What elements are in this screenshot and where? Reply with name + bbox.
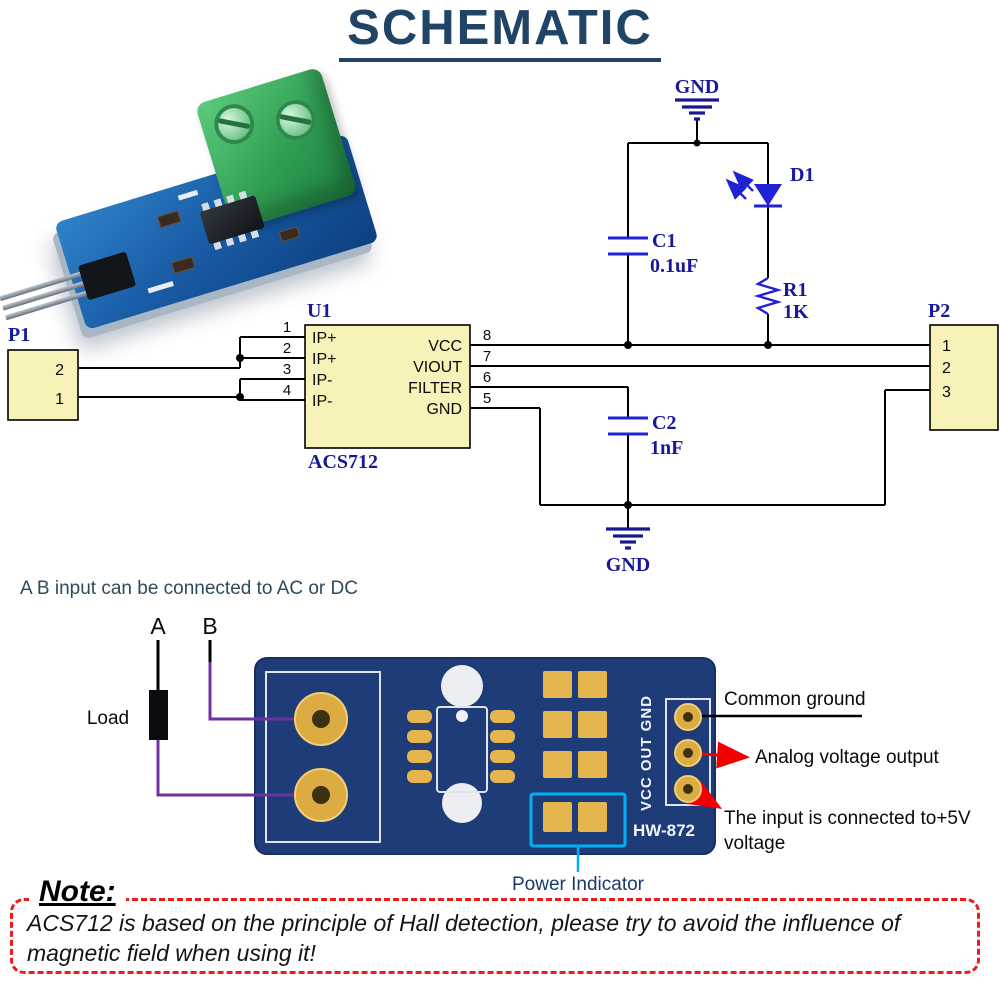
u1-pin8-number: 8 [483, 327, 491, 344]
board-top-view: VCC OUT GND HW-872 A B Load Common groun… [87, 613, 971, 895]
analog-output-annotation: Analog voltage output [755, 747, 940, 768]
note-box: Note: ACS712 is based on the principle o… [10, 875, 980, 974]
d1-led-symbol [725, 170, 782, 208]
power-led-pad [578, 802, 607, 832]
u1-pin5-name: GND [426, 401, 462, 418]
input-wires [149, 640, 321, 797]
output-header-pads [674, 703, 702, 803]
r1-resistor-symbol [753, 276, 783, 316]
power-indicator-label: Power Indicator [512, 874, 645, 895]
u1-body [304, 324, 471, 449]
p2-body [929, 324, 999, 431]
input-a-label: A [150, 613, 166, 639]
c1-ref: C1 [652, 230, 676, 252]
p1-pin1-number: 1 [55, 391, 64, 408]
u1-pin8-name: VCC [428, 338, 462, 355]
terminal-pads [294, 692, 348, 822]
ground-symbol-bottom [606, 527, 650, 550]
r1-value: 1K [783, 301, 809, 323]
gnd-bottom-label: GND [606, 554, 650, 576]
u1-pin4-name: IP- [312, 393, 332, 410]
d1-ref: D1 [790, 164, 814, 186]
c2-ref: C2 [652, 412, 676, 434]
load-component [149, 690, 168, 740]
r1-ref: R1 [783, 279, 807, 301]
schematic-wires [78, 119, 930, 529]
p1-body [7, 349, 79, 421]
c1-value: 0.1uF [650, 255, 698, 277]
soic-footprint [407, 706, 515, 793]
power-led-pad [543, 802, 572, 832]
c1-capacitor-symbol [608, 236, 648, 256]
mounting-hole [442, 783, 482, 823]
c2-value: 1nF [650, 437, 683, 459]
mounting-hole [441, 665, 483, 707]
note-label: Note: [29, 875, 126, 909]
u1-pin7-name: VIOUT [413, 359, 462, 376]
u1-pin4-number: 4 [283, 382, 291, 399]
u1-pin7-number: 7 [483, 348, 491, 365]
u1-pin2-number: 2 [283, 340, 291, 357]
u1-ref: U1 [307, 300, 331, 322]
p2-pin1-number: 1 [942, 338, 951, 355]
note-text-line1: ACS712 is based on the principle of Hall… [27, 910, 901, 936]
schematic-diagram: GND C1 0.1uF D1 R1 1K C2 1nF GND U1 ACS7… [7, 76, 999, 576]
ab-caption: A B input can be connected to AC or DC [20, 578, 358, 599]
u1-pin1-number: 1 [283, 319, 291, 336]
terminal-silkscreen [265, 671, 381, 843]
gnd-top-label: GND [675, 76, 719, 98]
junction-dots [236, 139, 772, 509]
p2-pin3-number: 3 [942, 384, 951, 401]
page-title: SCHEMATIC [339, 0, 661, 62]
u1-pin6-name: FILTER [408, 380, 462, 397]
p1-pin2-number: 2 [55, 362, 64, 379]
silkscreen-pin-labels: VCC OUT GND [638, 695, 655, 811]
load-label: Load [87, 708, 129, 729]
u1-pin3-number: 3 [283, 361, 291, 378]
p2-pin2-number: 2 [942, 360, 951, 377]
silkscreen-model-label: HW-872 [633, 821, 695, 840]
ground-symbol-top [675, 98, 719, 121]
u1-pin6-number: 6 [483, 369, 491, 386]
note-text: ACS712 is based on the principle of Hall… [27, 908, 967, 968]
u1-pin5-number: 5 [483, 390, 491, 407]
input-b-label: B [202, 613, 217, 639]
note-text-line2: magnetic field when using it! [27, 940, 316, 966]
page-title-wrap: SCHEMATIC [0, 0, 1000, 62]
common-ground-annotation: Common ground [724, 689, 866, 710]
vcc-input-annotation-line2: voltage [724, 833, 785, 854]
c2-capacitor-symbol [608, 416, 648, 436]
p1-ref: P1 [8, 324, 30, 346]
u1-pin1-name: IP+ [312, 330, 336, 347]
smd-pads [543, 671, 607, 832]
p2-ref: P2 [928, 300, 950, 322]
vcc-input-annotation-line1: The input is connected to+5V [724, 808, 971, 829]
u1-pin2-name: IP+ [312, 351, 336, 368]
u1-pin3-name: IP- [312, 372, 332, 389]
u1-part-label: ACS712 [308, 451, 378, 473]
